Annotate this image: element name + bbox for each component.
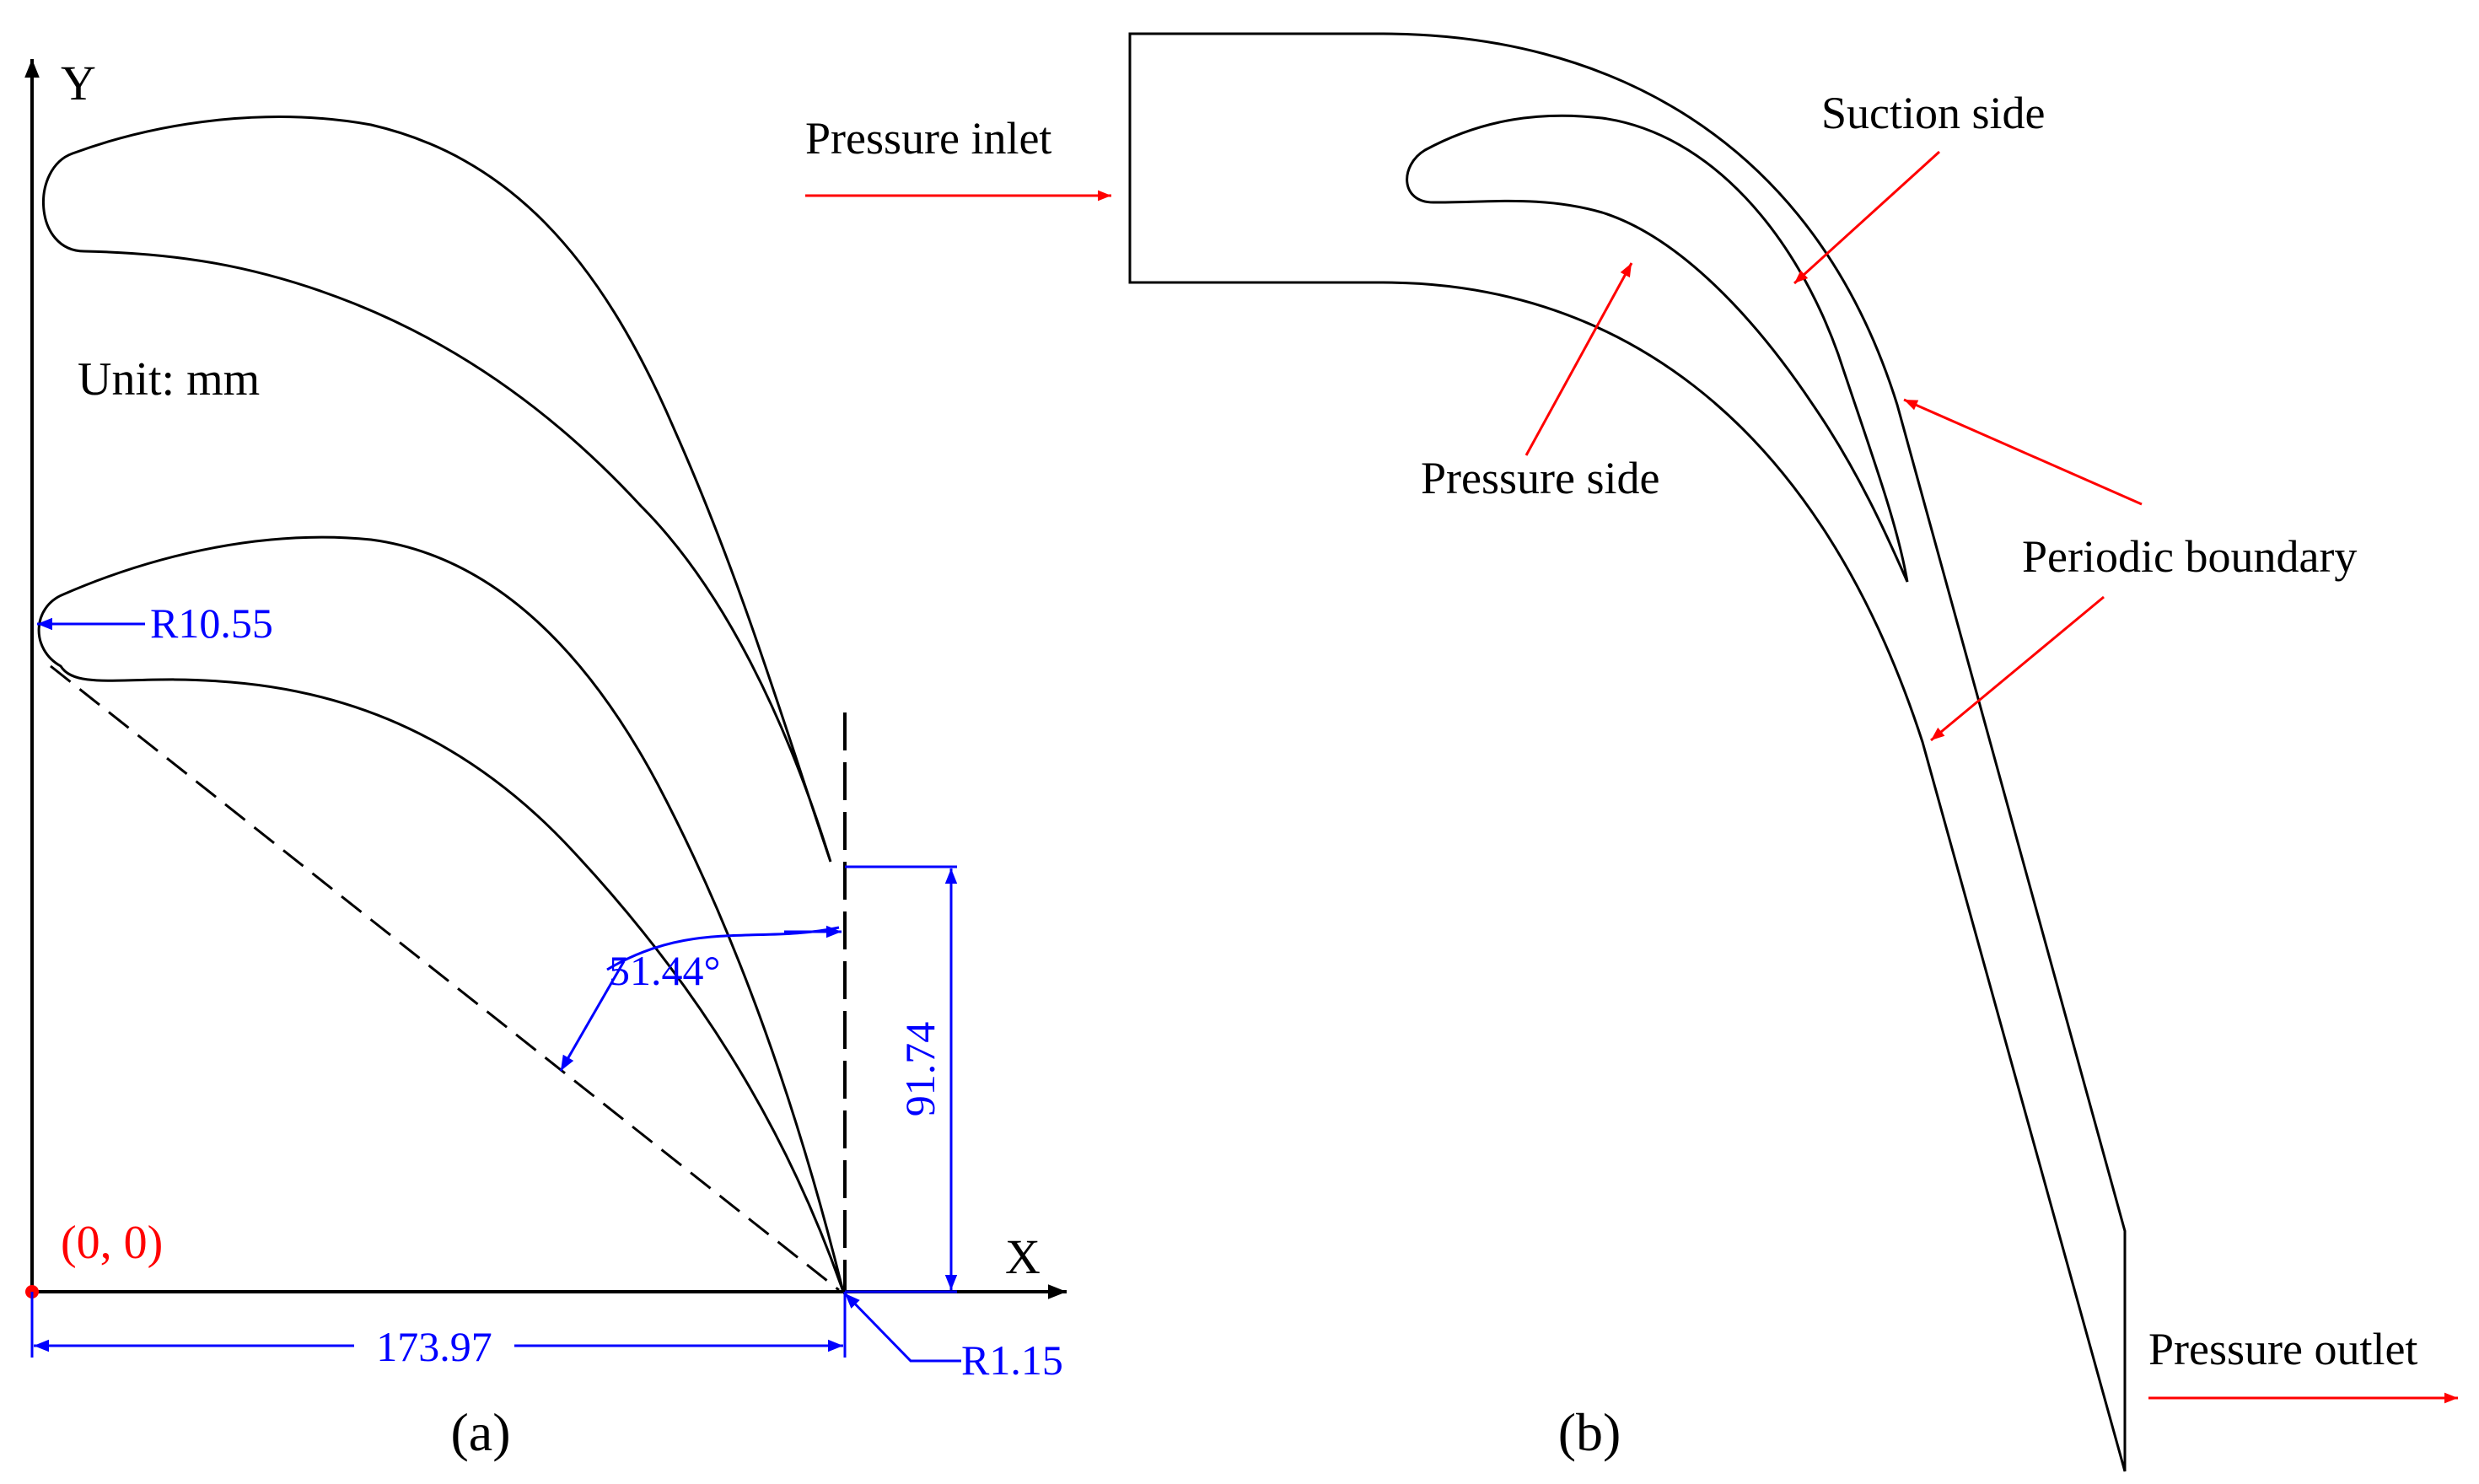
inlet-label: Pressure inlet [805,113,1051,164]
chord-dashed-line [50,664,840,1292]
periodic-arrow-upper [1903,398,2143,506]
pressure-side-label: Pressure side [1421,453,1659,503]
suction-side-label: Suction side [1821,88,2046,138]
caption-b: (b) [1558,1402,1621,1462]
panel-b: Pressure inlet Suction side Pressure sid… [805,32,2458,1472]
angle-label: 51.44° [609,947,721,994]
width-label: 173.97 [376,1323,492,1370]
suction-side-arrow [1793,150,1941,285]
caption-a: (a) [450,1402,510,1462]
origin-label: (0, 0) [61,1217,163,1269]
upper-blade-profile [41,116,832,863]
panel-a: Y X (0, 0) Unit: mm R10.55 51.44° 91.74 [24,56,1067,1462]
trailing-radius-label: R1.15 [961,1336,1063,1384]
passage-blade [1406,114,1909,583]
leading-radius-label: R10.55 [150,600,273,647]
angle-arrow-lower [559,960,626,1072]
unit-label: Unit: mm [78,353,260,406]
periodic-boundary-label: Periodic boundary [2022,531,2357,582]
pressure-side-arrow [1525,262,1633,456]
height-label: 91.74 [896,1022,944,1117]
periodic-arrow-lower [1930,595,2105,742]
lower-blade-profile [37,535,845,1293]
x-axis-label: X [1005,1229,1041,1284]
trailing-radius-leader [843,1292,961,1363]
outlet-label: Pressure outlet [2148,1324,2417,1374]
flow-domain-boundary [1128,32,2127,1472]
y-axis-label: Y [61,56,96,110]
